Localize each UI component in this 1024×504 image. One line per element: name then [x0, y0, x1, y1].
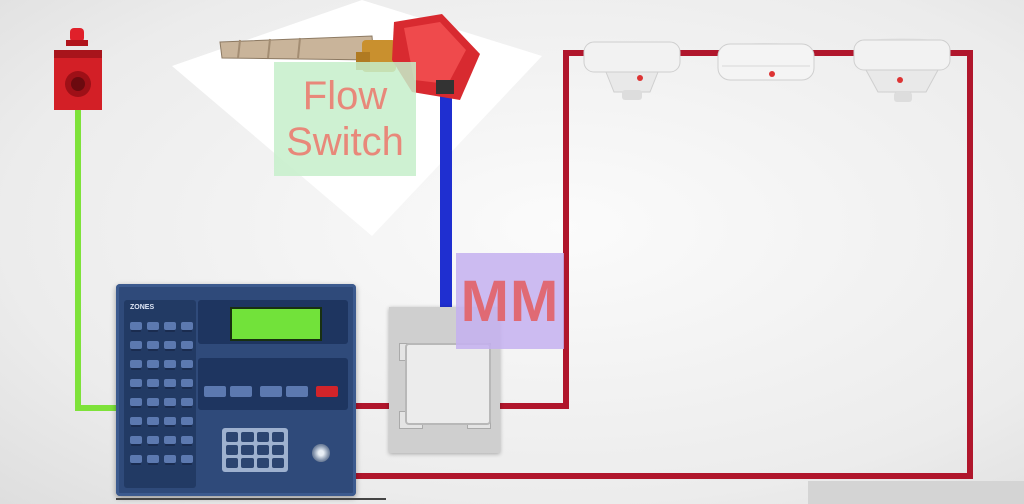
strobe-horn-icon [54, 28, 102, 110]
bottom-right-strip [808, 481, 1024, 504]
monitor-module-label: MM [456, 253, 564, 349]
panel-lcd-screen [230, 307, 322, 341]
zone-button-grid [130, 322, 195, 471]
zone-indicator-area: ZONES [124, 300, 196, 488]
smoke-detector-icon-2 [853, 38, 951, 102]
panel-display-area [198, 300, 348, 344]
notification-wire [75, 110, 118, 411]
monitor-module-body [405, 343, 491, 425]
flow-switch-label-line-2: Switch [286, 120, 404, 164]
panel-zones-title: ZONES [130, 304, 155, 311]
bottom-edge-line [116, 498, 386, 500]
flow-switch-label-line-1: Flow [302, 74, 388, 118]
panel-key-lock-icon [312, 444, 330, 462]
smoke-detector-icon [583, 41, 681, 100]
heat-detector-icon [717, 43, 815, 81]
flow-switch-label: Flow Switch [274, 62, 416, 176]
panel-control-keys [198, 358, 348, 410]
fire-alarm-panel-icon: ZONES [116, 284, 356, 496]
panel-keypad [222, 428, 288, 472]
